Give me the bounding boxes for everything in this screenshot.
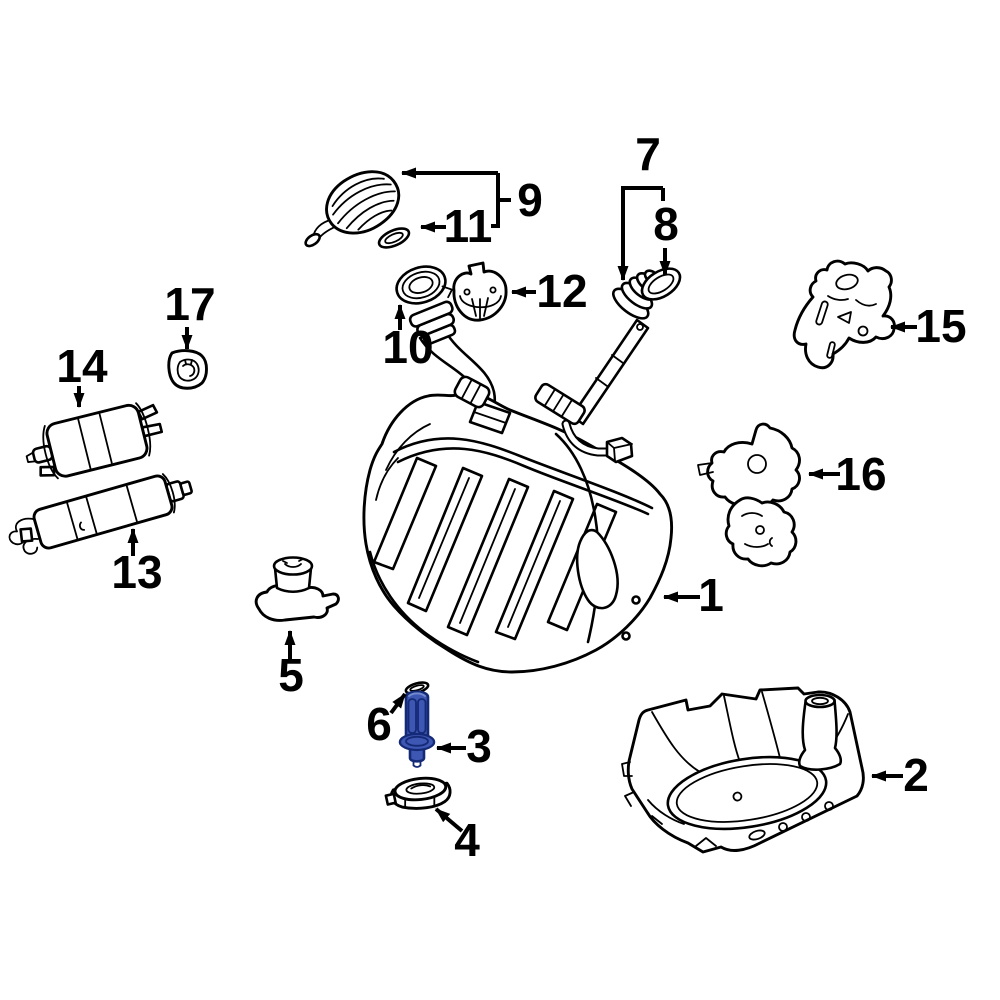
callout-8-label[interactable]: 8 [653,198,679,250]
callout-2-label[interactable]: 2 [903,749,929,801]
part-13-fuel-pump[interactable] [4,468,196,559]
callout-6: 6 [366,692,407,750]
callout-16: 16 [808,448,887,500]
part-5-rubber-mount[interactable] [254,556,340,622]
part-4-mount-grommet[interactable] [384,776,452,812]
callout-9-label[interactable]: 9 [517,174,543,226]
callout-13: 13 [111,528,163,598]
callout-11-label[interactable]: 11 [444,200,493,252]
callout-6-label[interactable]: 6 [366,698,392,750]
callout-4-label[interactable]: 4 [454,814,480,866]
part-9-fuel-filler-cap[interactable] [288,162,409,257]
part-15-upper-bracket[interactable] [792,259,896,370]
part-3-mount-bolt-highlighted[interactable] [398,690,436,768]
callout-13-label[interactable]: 13 [111,546,162,598]
part-17-grommet[interactable] [167,349,208,390]
callout-7-label[interactable]: 7 [635,128,661,180]
callout-12: 12 [511,265,588,317]
callout-4: 4 [434,807,480,866]
callout-3-label[interactable]: 3 [466,720,492,772]
part-7-fuel-level-sender[interactable] [533,260,671,464]
part-6-seal-ring[interactable] [404,680,430,695]
callout-17-label[interactable]: 17 [164,278,215,330]
callout-1: 1 [663,569,724,621]
callout-12-label[interactable]: 12 [536,265,587,317]
callout-14-label[interactable]: 14 [56,340,108,392]
callout-7: 7 [617,128,665,281]
part-11-cap-gasket[interactable] [376,225,411,252]
part-8-sender-seal[interactable] [637,262,686,305]
callout-9: 9 [401,167,543,228]
callout-16-label[interactable]: 16 [835,448,886,500]
part-10-filler-stub [453,375,491,409]
part-16-lower-bracket[interactable] [697,422,801,568]
callout-15-label[interactable]: 15 [915,300,966,352]
part-10-filler-neck[interactable] [392,260,462,348]
part-12-lock-ring[interactable] [452,261,508,322]
callout-11: 11 [420,200,493,252]
callout-17: 17 [164,278,216,350]
callout-10: 10 [382,304,434,373]
callout-3: 3 [436,720,492,772]
part-14-fuel-filter[interactable] [21,399,167,485]
callout-15: 15 [890,300,967,352]
callout-14: 14 [56,340,108,408]
part-2-shield-tray[interactable] [621,686,865,854]
callout-2: 2 [871,749,929,801]
callout-8: 8 [653,198,679,276]
callout-10-label[interactable]: 10 [382,321,433,373]
callout-5-label[interactable]: 5 [278,649,304,701]
part-1-fuel-tank[interactable] [362,391,673,674]
callout-1-label[interactable]: 1 [698,569,724,621]
callout-5: 5 [278,630,304,701]
callouts: 1 2 3 4 5 6 7 8 [56,128,966,866]
